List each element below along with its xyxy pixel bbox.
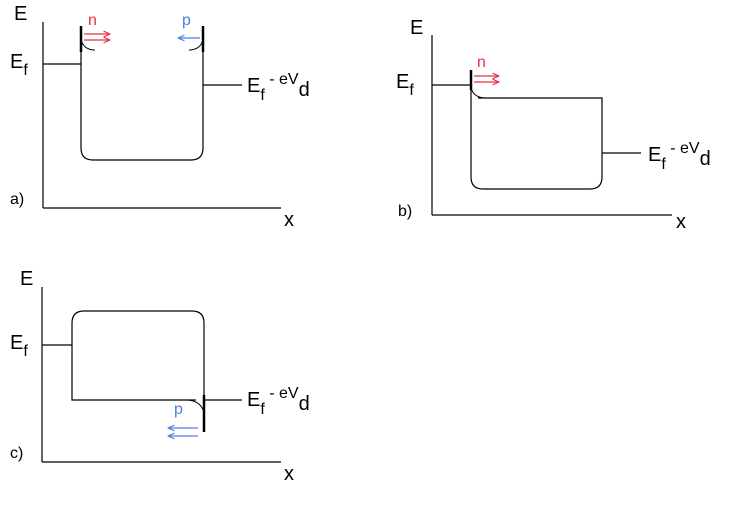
panel-b-fermi-level-right-label: Ef - eVd — [648, 140, 711, 173]
panel-b-electron-label: n — [477, 54, 486, 71]
panel-b: E x b) Ef Ef - eVd n — [396, 17, 711, 233]
panel-b-fermi-level-left-label: Ef — [396, 71, 414, 99]
panel-c-fermi-level-left-label: Ef — [10, 332, 28, 360]
panel-a-position-axis-label: x — [284, 209, 294, 231]
panel-a-energy-axis-label: E — [14, 3, 27, 25]
panel-b-energy-axis-label: E — [410, 17, 423, 39]
panel-a-electron-label: n — [88, 12, 97, 29]
panel-b-position-axis-label: x — [676, 211, 686, 233]
panel-c-position-axis-label: x — [284, 463, 294, 485]
panel-c-barrier-outline — [71, 310, 205, 428]
panel-b-barrier-outline — [470, 72, 603, 190]
panel-c: E x c) Ef Ef - eVd p — [10, 268, 310, 485]
panel-a-fermi-level-right-label: Ef - eVd — [247, 71, 310, 104]
panel-c-tag: c) — [10, 445, 23, 462]
panel-a-tag: a) — [10, 191, 24, 208]
panel-a-electron-band-bend — [80, 39, 96, 51]
panel-a-barrier-outline — [80, 28, 204, 161]
panel-c-energy-axis-label: E — [20, 268, 33, 290]
panel-c-hole-band-bend — [185, 399, 205, 413]
panel-a-hole-label: p — [182, 12, 191, 29]
panel-c-hole-label: p — [174, 401, 183, 418]
panel-b-tag: b) — [398, 203, 412, 220]
panel-b-electron-band-bend — [470, 87, 487, 99]
panel-a-hole-band-bend — [188, 39, 204, 51]
panel-c-fermi-level-right-label: Ef - eVd — [247, 385, 310, 418]
panel-a: E x a) Ef Ef - eVd n p — [10, 3, 310, 231]
panel-a-fermi-level-left-label: Ef — [10, 51, 28, 79]
